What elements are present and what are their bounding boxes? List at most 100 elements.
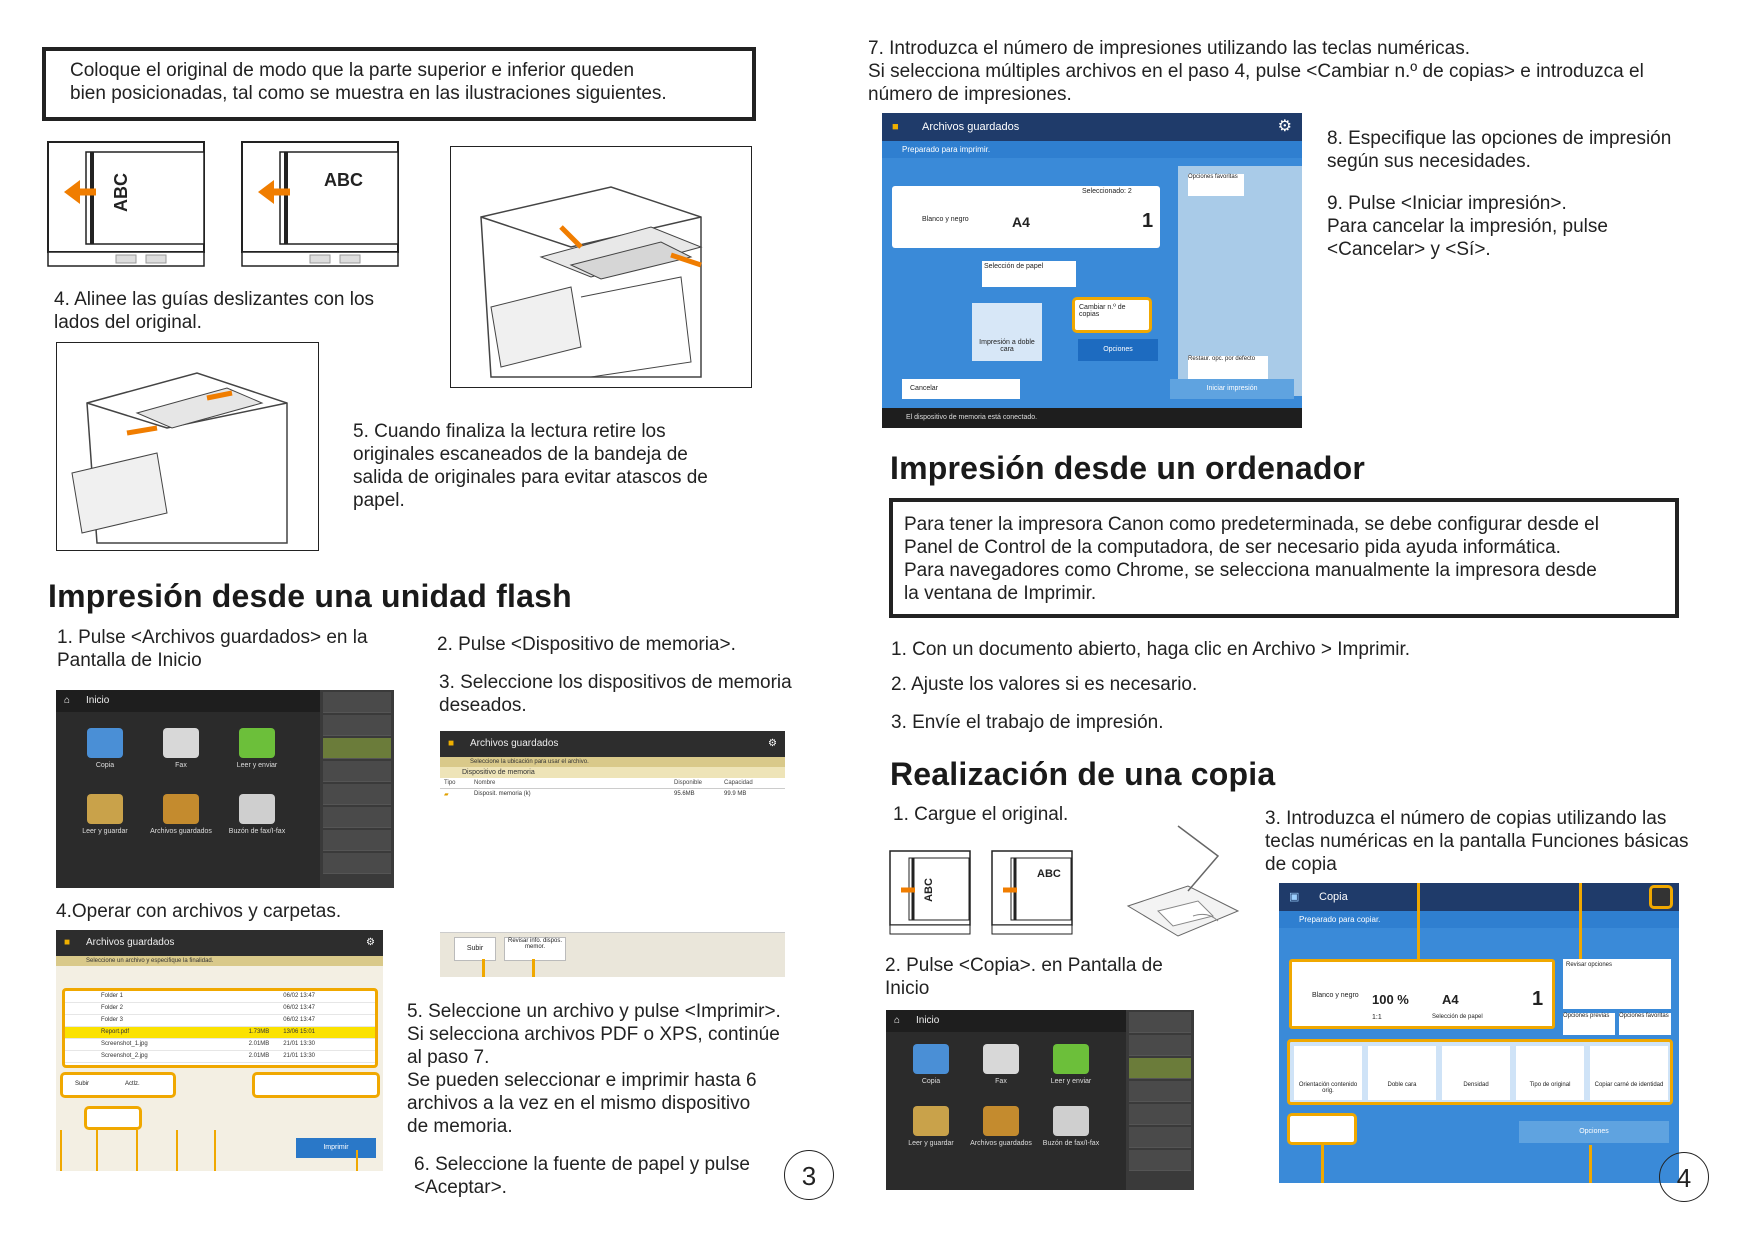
print-settings-screen: ■ Archivos guardados ⚙ Preparado para im…: [882, 113, 1302, 428]
flash-step-2: 2. Pulse <Dispositivo de memoria>.: [437, 634, 736, 655]
copy-status: Preparado para copiar.: [1279, 911, 1679, 928]
home-icon: ⌂: [894, 1015, 901, 1026]
previous-options-button[interactable]: Opciones previas: [1563, 1013, 1615, 1035]
stored-files-screen-a: ■ Archivos guardados ⚙ Seleccione la ubi…: [440, 731, 785, 827]
tile-archivos-guardados[interactable]: Archivos guardados: [150, 790, 212, 848]
tile-fax[interactable]: Fax: [970, 1040, 1032, 1098]
tile-leer-enviar[interactable]: Leer y enviar: [226, 724, 288, 782]
page-number-4: 4: [1659, 1152, 1709, 1202]
placement-note-text: Coloque el original de modo que la parte…: [70, 60, 667, 104]
duplex-button[interactable]: Impresión a doble cara: [972, 303, 1042, 361]
pc-note-box: Para tener la impresora Canon como prede…: [889, 498, 1679, 618]
abc-label-rotated: ABC: [111, 173, 131, 212]
size-info-box: [252, 1072, 380, 1098]
stored-a-subtitle: Seleccione la ubicación para usar el arc…: [440, 757, 785, 767]
tile-copia[interactable]: Copia: [74, 724, 136, 782]
pc-section-title: Impresión desde un ordenador: [890, 450, 1366, 486]
tile-buzon-fax[interactable]: Buzón de fax/I-fax: [226, 790, 288, 848]
abc-label: ABC: [1037, 868, 1061, 880]
copy-adf-illustration-2: ABC: [991, 850, 1073, 936]
tile-leer-guardar[interactable]: Leer y guardar: [74, 790, 136, 848]
revisar-memoria-button[interactable]: Revisar info. dispos. memor.: [504, 937, 566, 961]
start-print-button[interactable]: Iniciar impresión: [1170, 379, 1294, 399]
pc-step-2: 2. Ajuste los valores si es necesario.: [891, 674, 1198, 695]
home-title-bar: ⌂ Inicio: [56, 690, 394, 712]
density-button[interactable]: Densidad: [1442, 1046, 1510, 1100]
folder-icon: ■: [892, 121, 899, 133]
reset-selection-button[interactable]: [84, 1106, 142, 1130]
folder-icon: ■: [64, 937, 71, 948]
stored-b-subtitle: Seleccione un archivo y especifique la f…: [56, 956, 383, 966]
fav-options-button[interactable]: Opciones favoritas: [1188, 174, 1244, 196]
check-settings-button[interactable]: Revisar opciones: [1563, 959, 1671, 1009]
subir-button[interactable]: Subir: [454, 937, 496, 961]
gear-icon[interactable]: ⚙: [768, 738, 777, 749]
id-card-copy-button[interactable]: Copiar carné de identidad: [1590, 1046, 1668, 1100]
abc-label: ABC: [324, 170, 363, 190]
stored-a-item-row[interactable]: ▰ Disposit. memoria (k) 95.6MB 99.9 MB: [444, 791, 747, 798]
page-number-3: 3: [784, 1150, 834, 1200]
print-status: Preparado para imprimir.: [882, 141, 1302, 158]
duplex-button[interactable]: Doble cara: [1368, 1046, 1436, 1100]
copy-adf-illustration-1: ABC: [889, 850, 971, 936]
reset-options-button[interactable]: Restaur. opc. por defecto: [1188, 356, 1268, 382]
home-side-panel: [1126, 1010, 1194, 1190]
subir-actualizar-group: Subir Actlz.: [60, 1072, 176, 1098]
gear-icon[interactable]: ⚙: [366, 937, 375, 948]
tile-fax[interactable]: Fax: [150, 724, 212, 782]
options-button[interactable]: Opciones: [1078, 339, 1158, 361]
stored-a-title-bar: ■ Archivos guardados ⚙: [440, 731, 785, 757]
menu-icon[interactable]: [1649, 885, 1673, 909]
copy-step-2: 2. Pulse <Copia>. en Pantalla de Inicio: [885, 955, 1163, 999]
print-step-7: 7. Introduzca el número de impresiones u…: [868, 38, 1644, 105]
step-5-text: 5. Cuando finaliza la lectura retire los…: [353, 421, 708, 511]
print-summary-panel: Seleccionado: 2 Blanco y negro A4 1: [892, 186, 1160, 248]
abc-label-rotated: ABC: [922, 878, 935, 902]
actualizar-button[interactable]: Actlz.: [125, 1081, 140, 1087]
usb-icon: ▰: [444, 792, 449, 798]
print-screen-title-bar: ■ Archivos guardados ⚙: [882, 113, 1302, 141]
adf-illustration-1: ABC: [46, 140, 208, 268]
tile-buzon-fax[interactable]: Buzón de fax/I-fax: [1040, 1102, 1102, 1160]
stored-a-row-header: Dispositivo de memoria: [440, 767, 785, 778]
id-badge-button[interactable]: [1287, 1113, 1357, 1145]
change-copies-button[interactable]: Cambiar n.º de copias: [1072, 297, 1152, 333]
tile-leer-enviar[interactable]: Leer y enviar: [1040, 1040, 1102, 1098]
tile-copia[interactable]: Copia: [900, 1040, 962, 1098]
sliding-guides-illustration: [56, 342, 319, 551]
subir-button[interactable]: Subir: [75, 1081, 90, 1087]
folder-icon: ■: [448, 738, 455, 749]
options-button[interactable]: Opciones: [1519, 1121, 1669, 1143]
gear-icon[interactable]: ⚙: [1277, 118, 1292, 135]
stored-a-columns: Tipo Nombre Disponible Capacidad: [440, 778, 785, 789]
print-button[interactable]: Imprimir: [296, 1138, 376, 1158]
right-options-panel: Opciones favoritas Restaur. opc. por def…: [1178, 166, 1302, 396]
tile-archivos-guardados[interactable]: Archivos guardados: [970, 1102, 1032, 1160]
cancel-button[interactable]: Cancelar: [902, 379, 1020, 399]
copy-basic-screen: ▣ Copia Preparado para copiar. Blanco y …: [1279, 883, 1679, 1183]
printer-paper-illustration: [450, 146, 752, 388]
pc-note-text: Para tener la impresora Canon como prede…: [904, 514, 1599, 604]
pc-step-1: 1. Con un documento abierto, haga clic e…: [891, 639, 1411, 660]
copy-summary-panel: Blanco y negro 100 % A4 1 1:1 Selección …: [1289, 959, 1555, 1029]
paper-select-button[interactable]: Selección de papel: [982, 261, 1076, 287]
placement-note-box: Coloque el original de modo que la parte…: [42, 47, 756, 121]
print-footer: El dispositivo de memoria está conectado…: [882, 408, 1302, 428]
copy-screen-title-bar: ▣ Copia: [1279, 883, 1679, 911]
home-side-panel: [320, 690, 394, 888]
flash-step-1: 1. Pulse <Archivos guardados> en la Pant…: [57, 627, 368, 671]
orientation-button[interactable]: Orientación contenido orig.: [1294, 1046, 1362, 1100]
original-type-button[interactable]: Tipo de original: [1516, 1046, 1584, 1100]
tile-leer-guardar[interactable]: Leer y guardar: [900, 1102, 962, 1160]
flash-section-title: Impresión desde una unidad flash: [48, 578, 572, 614]
fav-options-button[interactable]: Opciones favoritas: [1619, 1013, 1671, 1035]
stored-files-screen-b: ■ Archivos guardados ⚙ Seleccione un arc…: [56, 930, 383, 1171]
print-step-9: 9. Pulse <Iniciar impresión>. Para cance…: [1327, 193, 1608, 260]
